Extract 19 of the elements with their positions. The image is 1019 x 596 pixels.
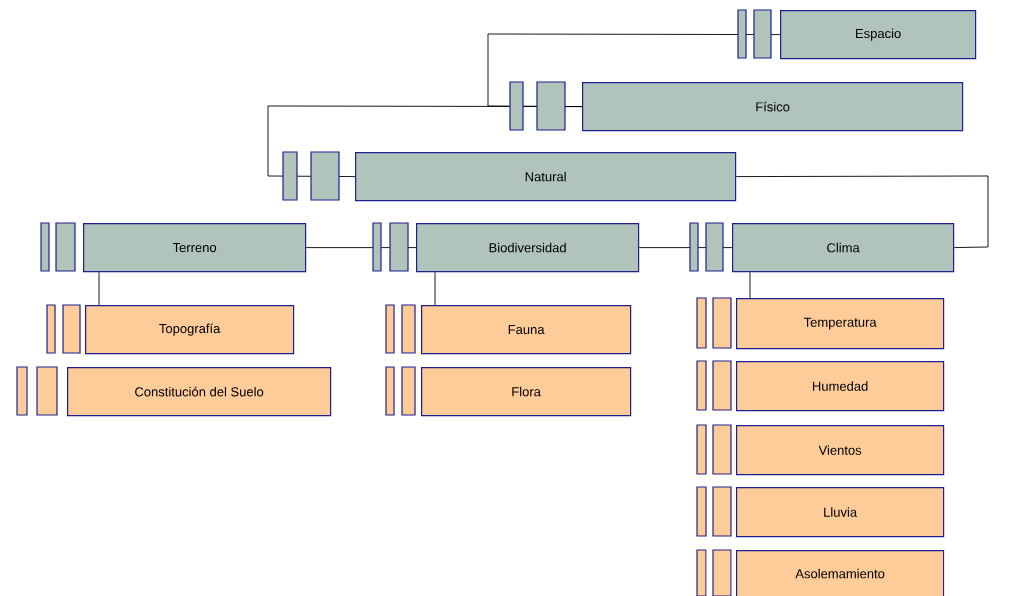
category-box: Temperatura	[736, 298, 945, 350]
connector-line	[749, 271, 751, 299]
category-box: Humedad	[736, 361, 945, 412]
category-box: Natural	[355, 152, 737, 202]
category-box: Fauna	[421, 305, 632, 355]
category-box: Constitución del Suelo	[67, 367, 332, 417]
category-box: Topografía	[85, 305, 295, 355]
category-box: Espacio	[780, 10, 977, 60]
category-box: Flora	[421, 367, 632, 417]
category-box: Asolemamiento	[736, 550, 945, 596]
category-box: Terreno	[83, 223, 307, 273]
connector-line	[735, 175, 989, 249]
connector-line	[98, 271, 100, 306]
connector-line	[434, 271, 436, 306]
category-box: Lluvia	[736, 487, 945, 538]
category-box: Clima	[732, 223, 955, 273]
category-box: Vientos	[736, 425, 945, 476]
category-box: Biodiversidad	[416, 223, 640, 273]
category-box: Físico	[582, 82, 964, 132]
